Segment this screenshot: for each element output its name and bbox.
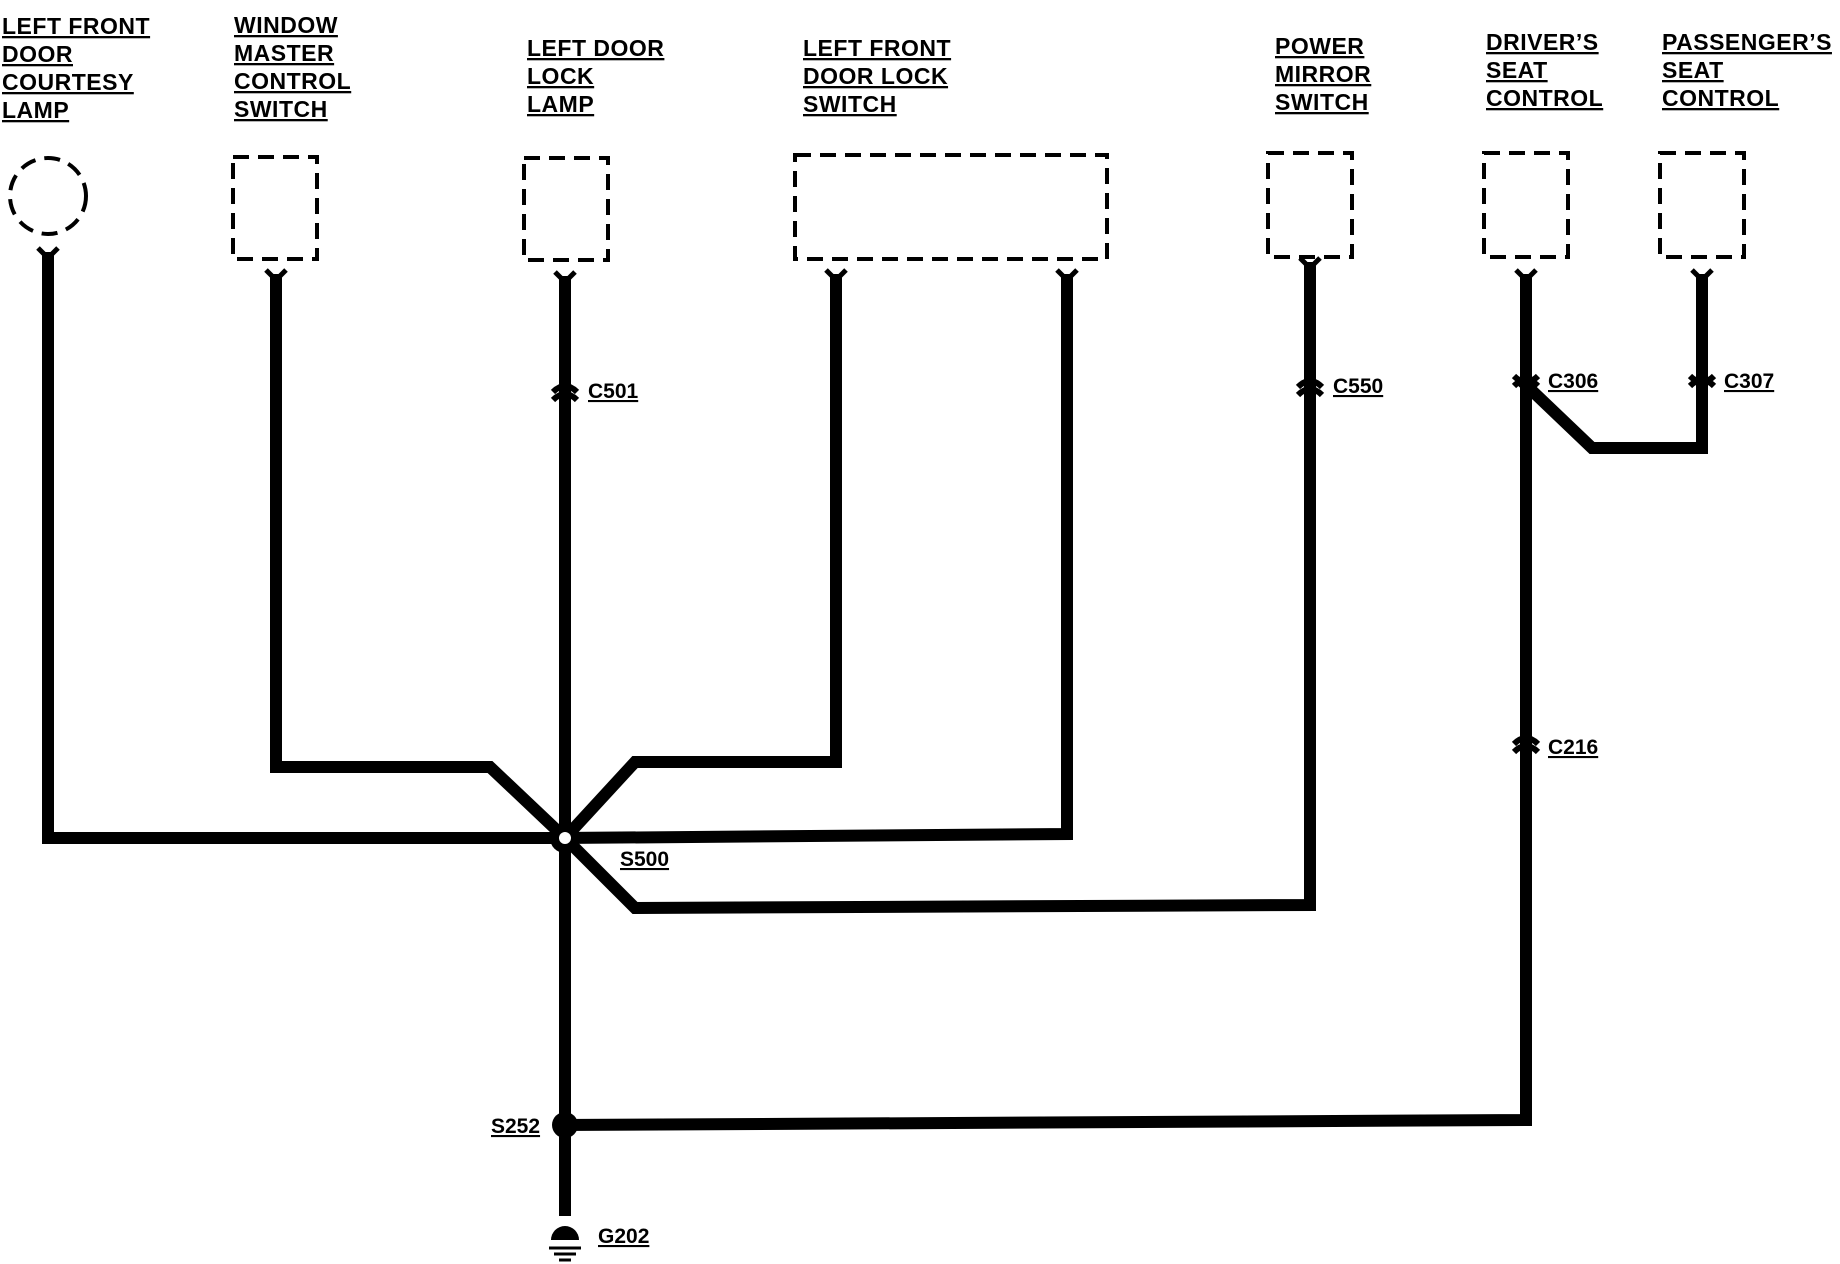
label-power-mirror-switch: POWER MIRROR SWITCH [1275,33,1371,115]
label-line: MIRROR [1275,61,1371,87]
label-line: POWER [1275,33,1364,59]
label-line: CONTROL [234,68,351,94]
wire-lock-switch-b [558,274,1073,845]
label-line: LEFT FRONT [803,35,951,61]
connector-symbol [1511,377,1541,389]
connector-label: C216 [1548,736,1598,759]
label-line: COURTESY [2,69,134,95]
label-line: PASSENGER’S [1662,29,1832,55]
connector-c306: C306 [1511,370,1598,393]
ground-g202: G202 [549,1225,649,1262]
label-line: SWITCH [803,91,897,117]
connector-symbol [550,383,580,395]
wire-mirror-switch [556,262,1316,915]
connector-symbol [550,391,580,403]
connector-symbol [1295,386,1325,398]
connector-label: C550 [1333,375,1383,398]
wire-passenger-seat [1517,274,1708,454]
label-line: LAMP [527,91,594,117]
label-line: SEAT [1486,57,1548,83]
wire-courtesy-lamp [42,252,571,844]
pin-terminals [36,246,1714,286]
wire-seat-controls [558,274,1532,1132]
wires [42,252,1708,1216]
connector-label: C501 [588,380,639,403]
passengers-seat-control-box [1658,151,1746,259]
label-line: LEFT FRONT [2,13,150,39]
splice-s252: S252 [491,1112,578,1138]
label-line: WINDOW [234,12,338,38]
connector-symbol [1511,735,1541,747]
label-left-front-door-courtesy-lamp: LEFT FRONT DOOR COURTESY LAMP [2,13,150,123]
label-line: SWITCH [234,96,328,122]
label-line: DOOR [2,41,73,67]
mirror-switch-box [1266,151,1354,259]
connector-c216: C216 [1511,735,1598,759]
label-line: CONTROL [1486,85,1603,111]
connector-c550: C550 [1295,375,1383,398]
label-line: LEFT DOOR [527,35,664,61]
label-line: DOOR LOCK [803,63,948,89]
lock-switch-box [793,153,1109,261]
label-line: LAMP [2,97,69,123]
label-window-master-control-switch: WINDOW MASTER CONTROL SWITCH [234,12,351,122]
splice-dot [552,1112,578,1138]
label-line: SWITCH [1275,89,1369,115]
window-master-switch-box [231,155,319,261]
ground-cap [551,1226,579,1240]
wire-window-master [270,274,574,847]
label-drivers-seat-control: DRIVER’S SEAT CONTROL [1486,29,1603,111]
label-line: MASTER [234,40,334,66]
drivers-seat-control-box [1482,151,1570,259]
label-left-front-door-lock-switch: LEFT FRONT DOOR LOCK SWITCH [803,35,951,117]
connector-symbol [1511,743,1541,755]
connector-symbol [1295,378,1325,390]
label-left-door-lock-lamp: LEFT DOOR LOCK LAMP [527,35,664,117]
splice-label: S252 [491,1115,540,1138]
wire-lock-switch-a [556,274,842,847]
connector-c307: C307 [1687,370,1774,393]
ground-label: G202 [598,1225,649,1248]
label-line: DRIVER’S [1486,29,1599,55]
label-line: SEAT [1662,57,1724,83]
label-line: CONTROL [1662,85,1779,111]
connector-symbol [1687,377,1717,389]
connector-c501: C501 [550,380,639,403]
splice-dot-center [559,832,571,844]
connector-label: C306 [1548,370,1598,393]
courtesy-lamp-symbol [8,156,88,236]
splice-label: S500 [620,848,669,871]
label-line: LOCK [527,63,594,89]
label-passengers-seat-control: PASSENGER’S SEAT CONTROL [1662,29,1832,111]
lock-lamp-box [522,156,610,262]
connector-label: C307 [1724,370,1774,393]
splice-s500: S500 [550,823,669,871]
